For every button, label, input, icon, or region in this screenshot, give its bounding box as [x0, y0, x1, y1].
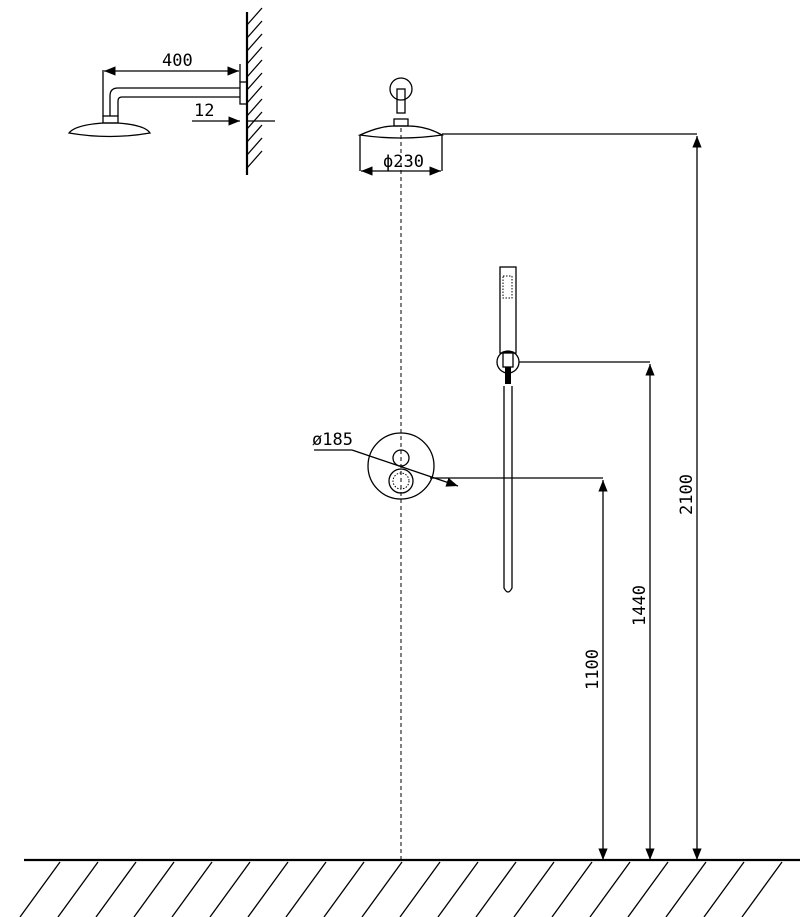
head-height-label: 2100	[677, 474, 697, 515]
floor-hatch-stroke	[513, 861, 555, 917]
floor-hatch-stroke	[741, 861, 783, 917]
floor-hatch-stroke	[589, 861, 631, 917]
wall-hatching	[246, 7, 263, 169]
floor-hatch-stroke	[437, 861, 479, 917]
side-view: 400 12	[67, 7, 275, 175]
floor-hatch-stroke	[247, 861, 289, 917]
floor-hatch-stroke	[19, 861, 61, 917]
plate-diameter-leader	[351, 449, 459, 487]
floor-hatch-stroke	[209, 861, 251, 917]
floor-hatch-stroke	[665, 861, 707, 917]
hand-shower	[496, 266, 520, 593]
plate-diameter-label: ø185	[312, 430, 353, 450]
arm-offset-label: 12	[194, 101, 214, 121]
floor-hatching	[19, 861, 783, 917]
arm-length-label: 400	[162, 51, 193, 71]
handshower-height-label: 1440	[630, 585, 650, 626]
floor-hatch-stroke	[323, 861, 365, 917]
floor-hatch-stroke	[551, 861, 593, 917]
floor-hatch-stroke	[285, 861, 327, 917]
floor-hatch-stroke	[399, 861, 441, 917]
floor-hatch-stroke	[361, 861, 403, 917]
floor-hatch-stroke	[133, 861, 175, 917]
floor-hatch-stroke	[475, 861, 517, 917]
floor-hatch-stroke	[627, 861, 669, 917]
side-shower-arm	[67, 81, 248, 138]
valve-height-label: 1100	[583, 649, 603, 690]
front-shower-head	[357, 77, 444, 171]
floor-hatch-stroke	[703, 861, 745, 917]
floor-hatch-stroke	[57, 861, 99, 917]
floor-hatch-stroke	[171, 861, 213, 917]
head-diameter-label: ϕ230	[383, 152, 424, 172]
floor-hatch-stroke	[95, 861, 137, 917]
